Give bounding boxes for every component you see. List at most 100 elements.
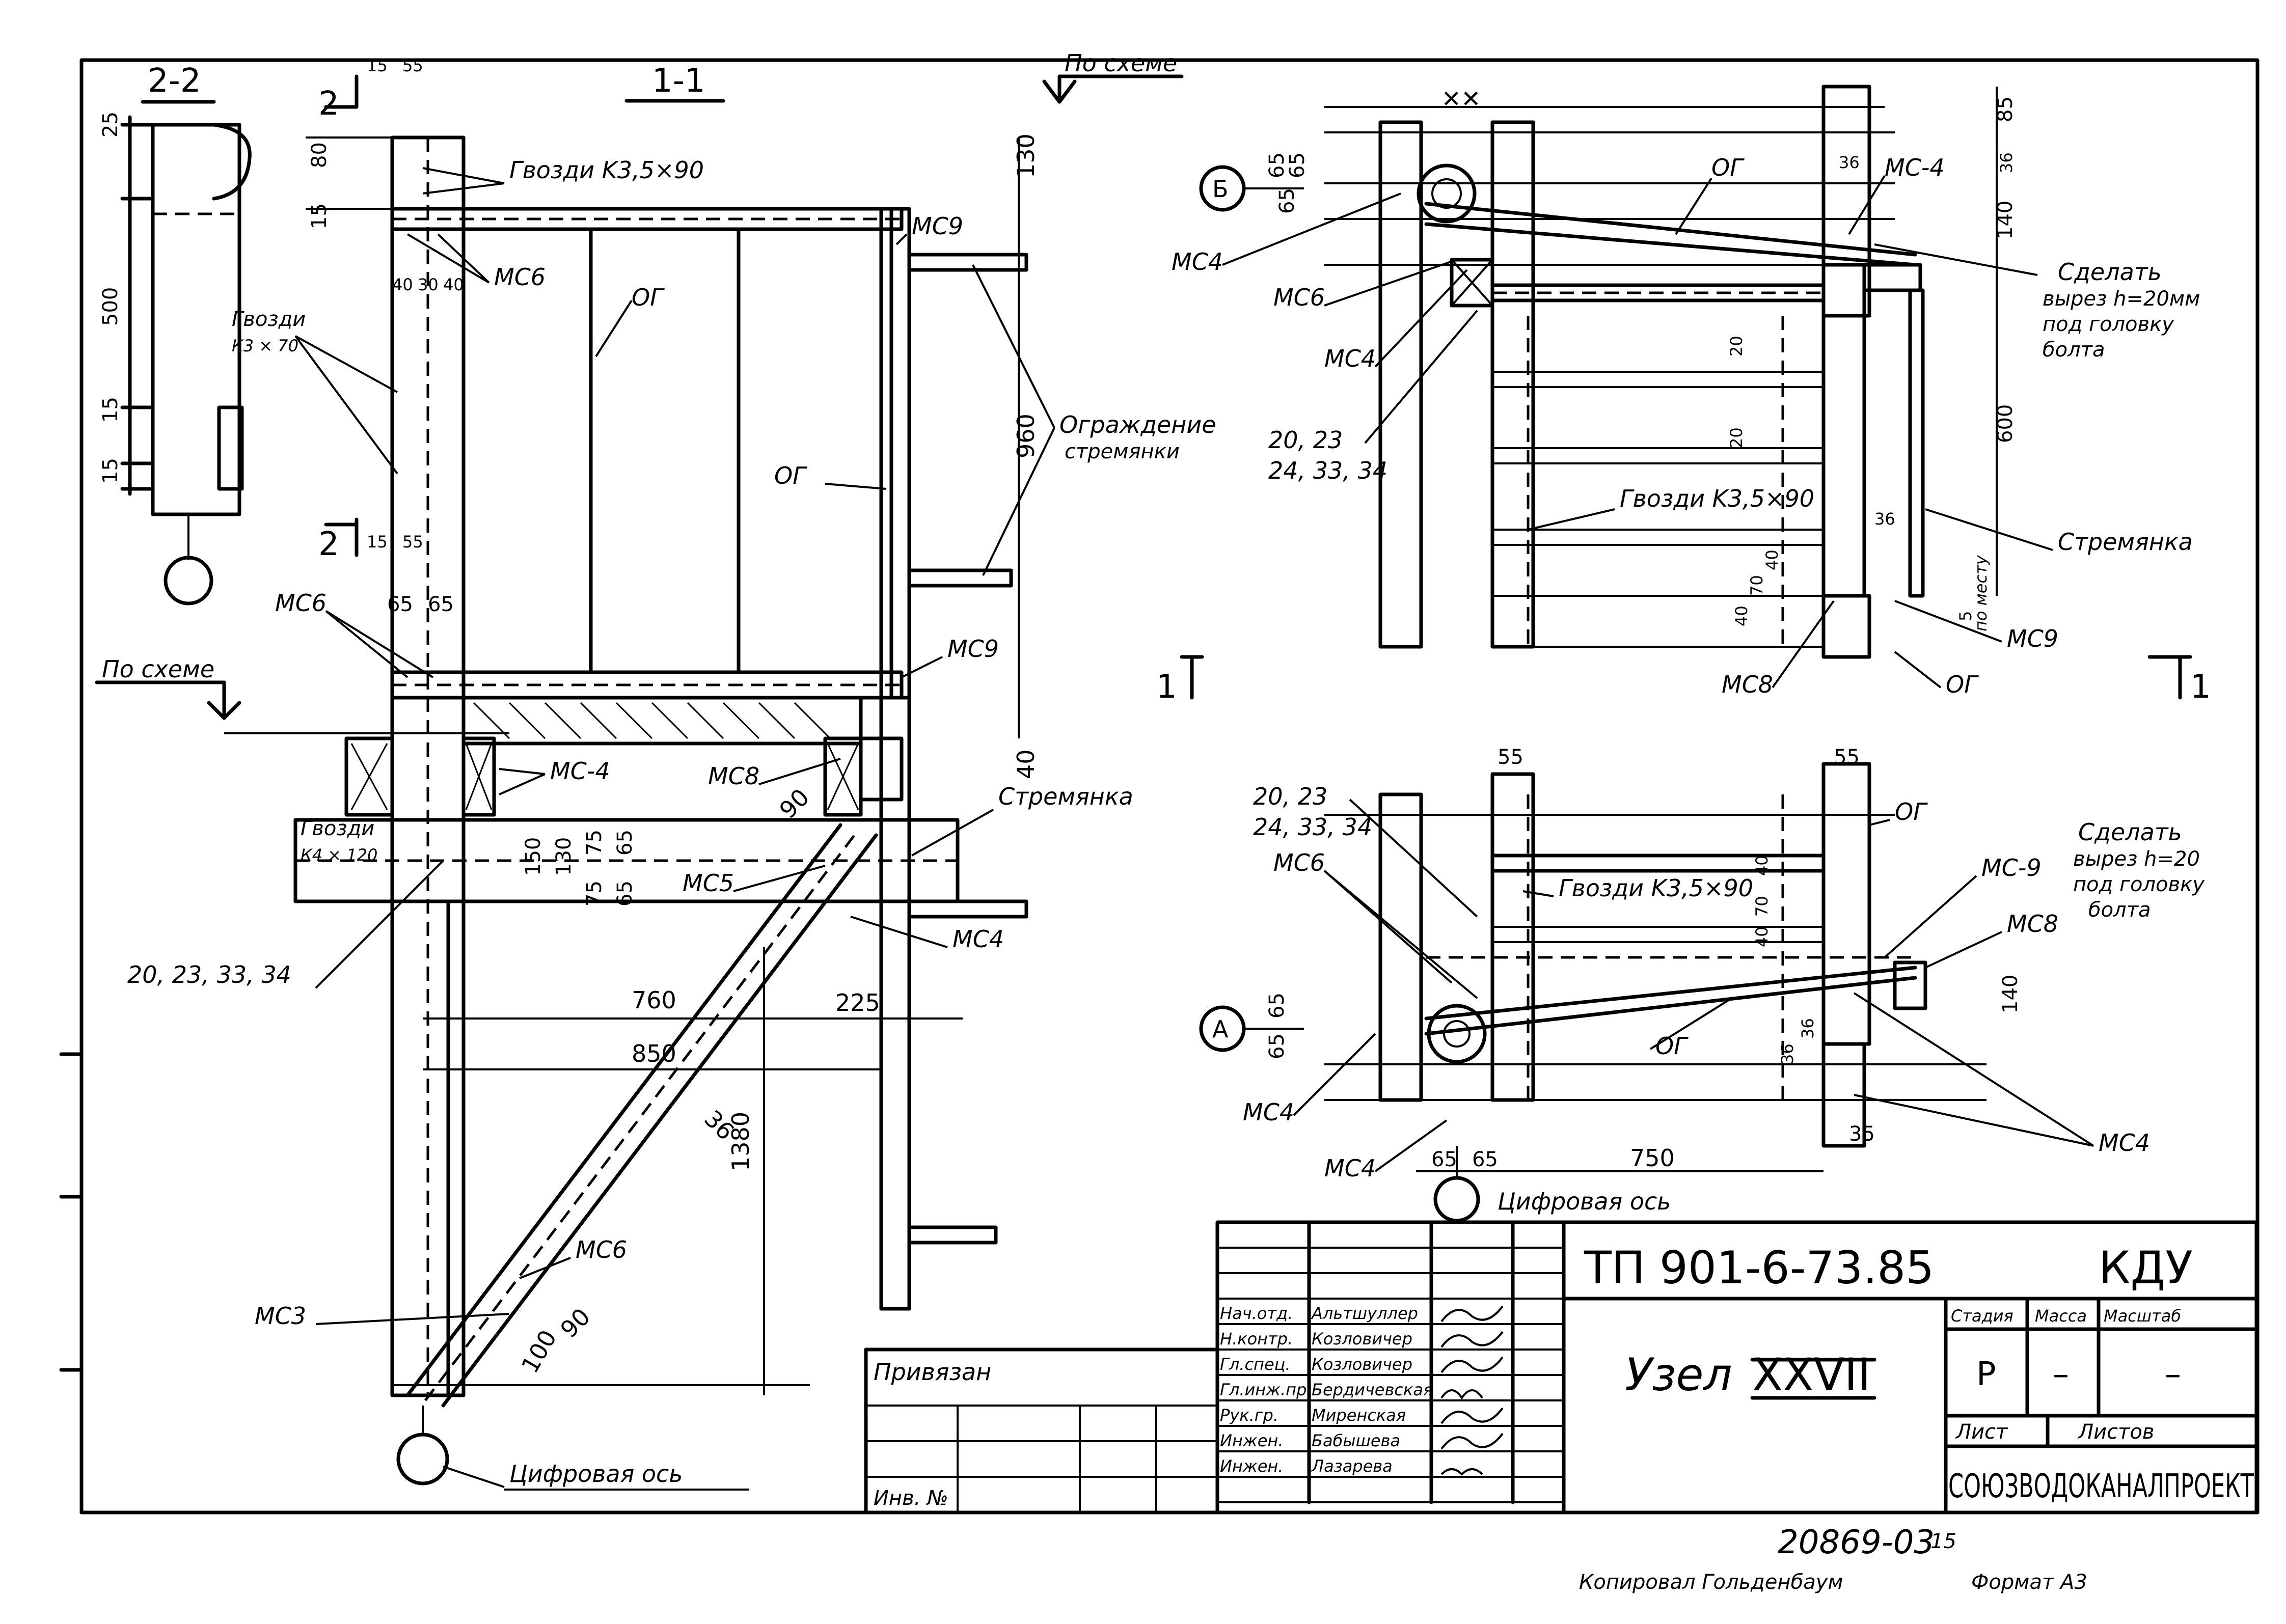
drawing-label: XXVII	[1752, 1348, 1871, 1401]
drawing-label: Гл.инж.пр.	[1220, 1380, 1312, 1399]
drawing-label: СОЮЗВОДОКАНАЛПРОЕКТ	[1948, 1468, 2254, 1505]
drawing-label: 40	[1732, 605, 1751, 626]
drawing-label: стремянки	[1065, 440, 1180, 463]
drawing-label: 40	[1012, 749, 1040, 779]
drawing-label: 2	[318, 526, 339, 563]
drawing-label: 36	[1798, 1018, 1817, 1039]
drawing-label: 15	[99, 458, 122, 484]
drawing-label: Лазарева	[1311, 1456, 1393, 1476]
drawing-label: МС4	[953, 925, 1004, 953]
drawing-label: 90	[555, 1303, 596, 1343]
drawing-label: под головку	[2043, 313, 2174, 336]
drawing-label: 30	[418, 275, 439, 294]
drawing-label: 65	[1265, 1033, 1289, 1059]
drawing-label: вырез h=20	[2073, 847, 2200, 871]
archive-number: 20869-03	[1778, 1524, 1935, 1561]
drawing-label: 130	[552, 837, 576, 876]
drawing-label: 15	[367, 532, 388, 552]
drawing-label: МС6	[1273, 284, 1325, 311]
drawing-label: 500	[99, 287, 122, 326]
drawing-label: А	[1212, 1015, 1229, 1043]
drawing-label: –	[2165, 1356, 2181, 1393]
drawing-label: –	[2053, 1356, 2069, 1393]
drawing-label: 55	[1498, 746, 1523, 769]
axis-bubble-plan-a	[1433, 1176, 1480, 1223]
drawing-label: 15	[308, 203, 331, 229]
drawing-label: 150	[522, 837, 545, 876]
drawing-label: Формат А3	[1971, 1571, 2087, 1594]
drawing-label: 225	[835, 989, 880, 1016]
drawing-label: Козловичер	[1312, 1329, 1412, 1348]
drawing-label: Инжен.	[1220, 1431, 1283, 1450]
drawing-label: МС4	[1324, 1154, 1376, 1182]
drawing-label: К3 × 70	[232, 336, 298, 355]
drawing-label: 36	[1874, 509, 1895, 529]
drawing-label: по месту	[1971, 555, 1991, 631]
drawing-label: 70	[1747, 575, 1766, 596]
drawing-label: Гвозди K3,5×90	[1559, 874, 1753, 902]
drawing-label: 960	[1012, 414, 1040, 458]
drawing-label: 40	[443, 275, 464, 294]
drawing-label: Стадия	[1951, 1306, 2013, 1326]
drawing-label: МС6	[1273, 849, 1325, 876]
drawing-label: 24, 33, 34	[1253, 813, 1372, 841]
drawing-label: Сделать	[2078, 818, 2182, 846]
drawing-label: 1	[2190, 668, 2211, 706]
drawing-label: Гвозди K3,5×90	[1620, 485, 1814, 512]
drawing-label: Рук.гр.	[1220, 1406, 1278, 1425]
drawing-label: Копировал Гольденбаум	[1579, 1571, 1843, 1594]
drawing-label: 80	[308, 142, 331, 168]
drawing-label: МС6	[275, 589, 326, 617]
axis-bubble-1-1	[396, 1433, 449, 1485]
drawing-label: 25	[99, 112, 122, 137]
drawing-label: ОГ	[1655, 1032, 1689, 1060]
drawing-label: Н.контр.	[1220, 1329, 1293, 1348]
drawing-label: МС6	[494, 263, 546, 291]
drawing-label: По схеме	[1065, 49, 1177, 77]
drawing-label: Ограждение	[1059, 411, 1216, 438]
drawing-label: МС8	[2007, 910, 2058, 938]
drawing-label: МС4	[1172, 248, 1223, 276]
drawing-label: МС-9	[1981, 854, 2042, 882]
drawing-label: Бердичевская	[1312, 1380, 1433, 1399]
drawing-label: 760	[632, 986, 676, 1014]
plan-a: 55 55 65 65 140 40 70 40 36 36 65 65 750…	[1199, 746, 2205, 1223]
drawing-label: болта	[2088, 898, 2151, 922]
drawing-label: 65	[1472, 1148, 1498, 1171]
drawing-label: 1	[1156, 668, 1177, 706]
section-1-1: 1-1 2 2 15 55 15 55 По схеме	[95, 49, 1216, 1491]
drawing-label: 65	[1431, 1148, 1457, 1171]
drawing-label: МС9	[2007, 625, 2058, 652]
drawing-label: К4 × 120	[301, 845, 377, 865]
drawing-label: Инв. №	[874, 1487, 948, 1510]
drawing-label: Б	[1212, 175, 1229, 203]
drawing-label: 65	[613, 880, 637, 906]
doc-code: ТП 901-6-73.85	[1584, 1242, 1934, 1294]
drawing-label: Инжен.	[1220, 1456, 1283, 1476]
drawing-label: Цифровая ось	[509, 1460, 683, 1488]
drawing-label: МС-4	[1885, 154, 1945, 181]
drawing-label: ОГ	[774, 462, 807, 489]
drawing-label: 65	[1265, 152, 1289, 178]
drawing-label: 55	[1834, 746, 1860, 769]
plan-b: ✕✕ 85 36 140 600	[1156, 85, 2211, 706]
drawing-label: МС9	[912, 212, 963, 240]
drawing-label: Бабышева	[1312, 1431, 1400, 1450]
drawing-label: КДУ	[2099, 1242, 2193, 1294]
drawing-label: 36	[1997, 152, 2016, 173]
drawing-label: Гвозди	[232, 308, 306, 331]
drawing-label: 65	[613, 830, 637, 856]
drawing-label: ОГ	[1711, 154, 1745, 181]
section-1-1-title: 1-1	[652, 62, 705, 100]
drawing-label: 40	[392, 275, 413, 294]
drawing-label: Миренская	[1312, 1406, 1406, 1425]
drawing-label: ✕✕	[1441, 85, 1481, 113]
drawing-label: 15	[1930, 1530, 1956, 1553]
drawing-label: 35	[1849, 1122, 1875, 1146]
drawing-label: МС9	[947, 635, 999, 663]
drawing-label: ОГ	[1946, 671, 1979, 698]
drawing-label: болта	[2043, 338, 2105, 362]
drawing-label: Стремянка	[998, 783, 1133, 810]
drawing-label: Привязан	[874, 1358, 991, 1386]
